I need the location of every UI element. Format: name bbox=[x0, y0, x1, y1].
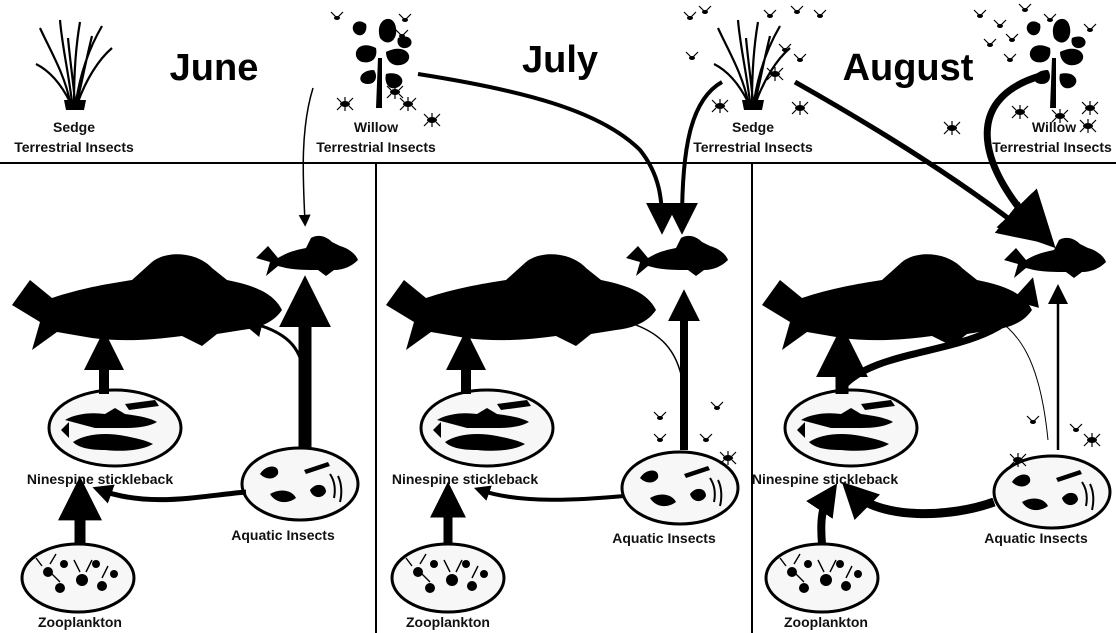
lake-trout-icon bbox=[12, 254, 282, 350]
june-sedge-label: Sedge bbox=[53, 119, 95, 135]
month-title-june: June bbox=[170, 47, 259, 89]
lake-trout-icon bbox=[762, 254, 1032, 350]
zooplankton-oval bbox=[766, 544, 878, 612]
month-title-august: August bbox=[843, 47, 974, 89]
june-sedge-insects-label: Terrestrial Insects bbox=[14, 139, 134, 155]
grayling-icon bbox=[1004, 238, 1106, 278]
june-stickleback-label: Ninespine stickleback bbox=[27, 471, 174, 487]
august-aquatic-label: Aquatic Insects bbox=[984, 530, 1088, 546]
arrow-willow-to-grayling bbox=[418, 74, 662, 222]
aquatic-insects-oval bbox=[242, 448, 358, 520]
june-aquatic-label: Aquatic Insects bbox=[231, 527, 335, 543]
willow-icon bbox=[1027, 19, 1086, 108]
arrow-aquatic-to-stickleback bbox=[852, 492, 994, 514]
arrow-willow-to-grayling bbox=[303, 88, 313, 222]
arrow-zoo-to-stickleback bbox=[821, 494, 830, 544]
stickleback-oval bbox=[49, 390, 181, 466]
month-title-july: July bbox=[522, 39, 598, 81]
zooplankton-oval bbox=[392, 544, 504, 612]
august-stickleback-label: Ninespine stickleback bbox=[752, 471, 899, 487]
arrow-aquatic-to-trout bbox=[248, 322, 305, 388]
stickleback-oval bbox=[785, 390, 917, 466]
june-willow-label: Willow bbox=[354, 119, 398, 135]
august-willow-insects-label: Terrestrial Insects bbox=[992, 139, 1112, 155]
july-zooplankton-label: Zooplankton bbox=[406, 614, 490, 630]
lake-trout-icon bbox=[386, 254, 656, 350]
sedge-icon bbox=[714, 20, 790, 110]
july-aquatic-label: Aquatic Insects bbox=[612, 530, 716, 546]
june-zooplankton-label: Zooplankton bbox=[38, 614, 122, 630]
july-stickleback-label: Ninespine stickleback bbox=[392, 471, 539, 487]
arrow-aquatic-to-stickleback bbox=[480, 490, 624, 500]
august-zooplankton-label: Zooplankton bbox=[784, 614, 868, 630]
arrow-aquatic-to-trout bbox=[620, 320, 684, 392]
stickleback-oval bbox=[421, 390, 553, 466]
grayling-icon bbox=[626, 236, 728, 276]
grayling-icon bbox=[256, 236, 358, 276]
arrow-aquatic-to-stickleback bbox=[100, 490, 246, 500]
august-willow-label: Willow bbox=[1032, 119, 1076, 135]
july-sedge-insects-label: Terrestrial Insects bbox=[693, 139, 813, 155]
sedge-icon bbox=[36, 20, 112, 110]
june-willow-insects-label: Terrestrial Insects bbox=[316, 139, 436, 155]
aquatic-insects-oval bbox=[994, 456, 1110, 528]
july-sedge-label: Sedge bbox=[732, 119, 774, 135]
zooplankton-oval bbox=[22, 544, 134, 612]
willow-icon bbox=[353, 19, 412, 108]
